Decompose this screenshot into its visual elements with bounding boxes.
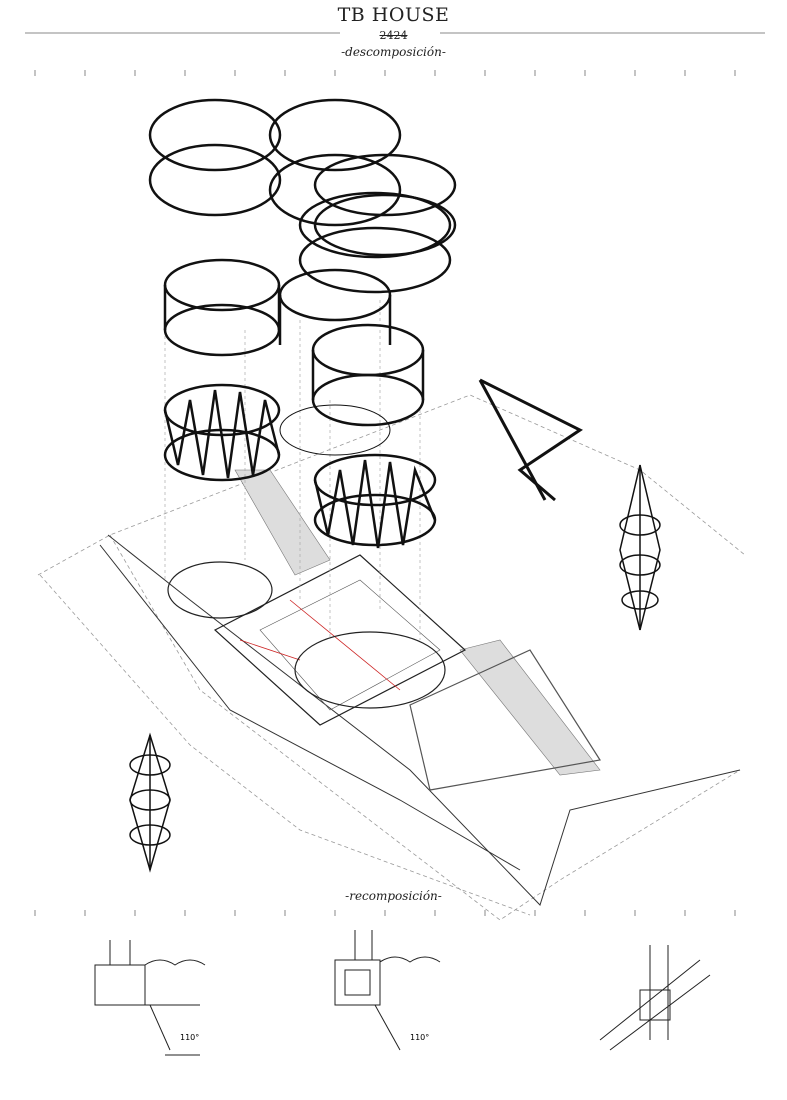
column-stack-left <box>129 732 171 873</box>
rooms <box>163 258 425 427</box>
detail-2 <box>334 930 441 1051</box>
roof-rings <box>148 98 457 294</box>
ramp-hatch <box>234 469 601 776</box>
tick-row-bottom <box>34 910 736 916</box>
detail-1-angle: 110° <box>180 1033 199 1042</box>
detail-1 <box>94 940 206 1056</box>
detail-3 <box>599 945 711 1051</box>
detail-2-angle: 110° <box>410 1033 429 1042</box>
site-terrain <box>37 394 746 921</box>
section-title-descomposicion: -descomposición- <box>341 45 446 59</box>
drawing-year: 2424 <box>379 29 408 42</box>
tick-row-top <box>34 70 736 76</box>
zigzag-rings <box>163 383 437 549</box>
column-stack-right <box>619 464 661 631</box>
section-title-recomposicion: -recomposición- <box>345 889 442 903</box>
truss-x-element <box>478 378 583 502</box>
drawing-title: TB HOUSE <box>337 4 450 26</box>
site-cut <box>99 534 741 906</box>
floor-plate <box>167 554 601 791</box>
